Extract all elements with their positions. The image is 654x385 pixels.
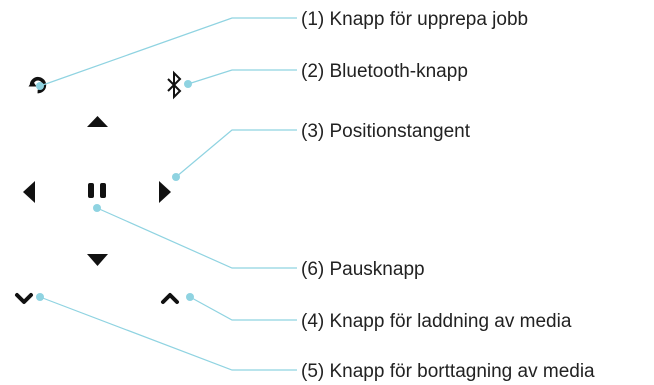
label-position-keys: (3) Positionstangent: [301, 121, 471, 142]
bluetooth-icon: [167, 70, 182, 100]
callout-pause: [93, 204, 297, 269]
callout-remove-media: [36, 293, 297, 371]
triangle-left-icon: [23, 181, 35, 203]
triangle-right-icon: [159, 181, 171, 203]
triangle-down-icon: [87, 254, 108, 266]
label-load-media: (4) Knapp för laddning av media: [301, 311, 572, 332]
callout-repeat-job: [36, 17, 297, 90]
callout-position-keys: [172, 129, 297, 181]
pause-icon: [88, 183, 106, 198]
repeat-job-icon: [28, 76, 47, 94]
label-bluetooth: (2) Bluetooth-knapp: [301, 61, 468, 82]
label-pause: (6) Pausknapp: [301, 259, 425, 280]
chevron-down-icon: [15, 293, 33, 304]
callout-load-media: [186, 293, 297, 321]
chevron-up-icon: [161, 293, 179, 304]
triangle-up-icon: [87, 116, 108, 127]
callout-bluetooth: [184, 69, 297, 88]
label-remove-media: (5) Knapp för borttagning av media: [301, 361, 595, 382]
label-repeat-job: (1) Knapp för upprepa jobb: [301, 9, 528, 30]
